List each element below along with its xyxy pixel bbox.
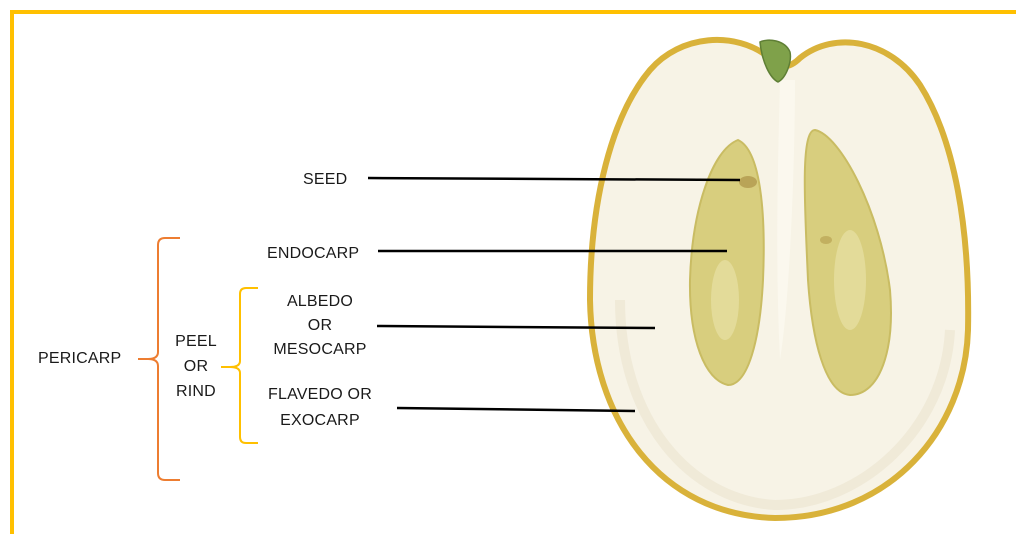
seed-mark [739,176,757,188]
peel-label-line3: RIND [166,381,226,403]
albedo-label: ALBEDO OR MESOCARP [268,291,372,361]
peel-label: PEEL OR RIND [166,331,226,403]
pericarp-label: PERICARP [38,348,121,370]
peel-label-line1: PEEL [166,331,226,353]
seed-label: SEED [303,169,347,191]
albedo-label-line1: ALBEDO [268,291,372,313]
flavedo-label-line1: FLAVEDO OR [256,384,384,406]
peel-brace [221,288,258,443]
flavedo-label-line2: EXOCARP [256,410,384,432]
flavedo-leader-line [397,408,635,411]
left-locule-highlight [711,260,739,340]
fruit-cross-section [590,40,968,518]
flavedo-label: FLAVEDO OR EXOCARP [256,384,384,432]
albedo-label-line2: OR [268,315,372,337]
seed-mark-2 [820,236,832,244]
albedo-label-line3: MESOCARP [268,339,372,361]
peel-label-line2: OR [166,356,226,378]
endocarp-label: ENDOCARP [267,243,359,265]
right-locule-highlight [834,230,866,330]
